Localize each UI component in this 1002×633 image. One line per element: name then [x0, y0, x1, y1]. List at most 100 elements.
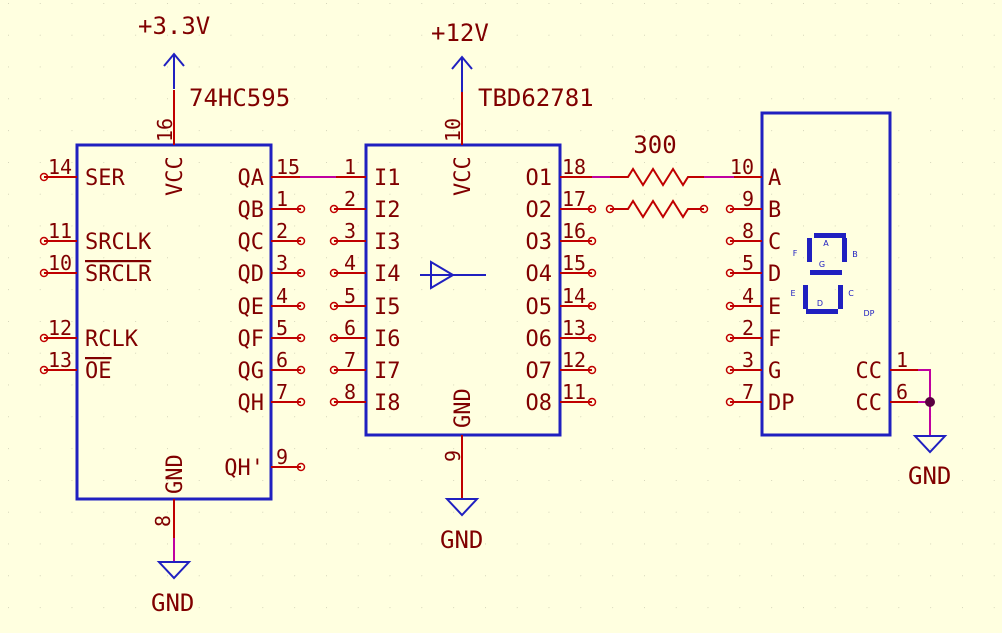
- display-pin-endpoint: [725, 397, 735, 407]
- u2-input-pin-num: 3: [344, 219, 356, 243]
- u2-input-pin-name: I7: [374, 359, 401, 384]
- u1-right-pin-name: QH': [224, 456, 264, 481]
- u1-left-pin-num: 12: [48, 316, 72, 340]
- u1-left-pin-num: 10: [48, 251, 72, 275]
- u1-gnd-pin-name: GND: [163, 454, 188, 494]
- u2-output-pin-num: 11: [562, 380, 586, 404]
- u1-left-pin-num: 11: [48, 219, 72, 243]
- u2-input-pin-name: I6: [374, 327, 401, 352]
- u1-right-pin-name: QC: [238, 230, 265, 255]
- display-left-pin-num: 10: [730, 155, 754, 179]
- segment-label: E: [790, 289, 795, 298]
- u2-vcc-pin-num: 10: [441, 118, 465, 142]
- segment-label: A: [823, 239, 829, 248]
- u2-gnd-pin-num: 9: [441, 450, 465, 462]
- u1-left-pin-num: 13: [48, 348, 72, 372]
- display-pin-endpoint: [725, 204, 735, 214]
- u2-pin-endpoint: [587, 268, 597, 278]
- ground-icon-display: [912, 435, 948, 454]
- u1-right-pin-num: 5: [276, 316, 288, 340]
- u1-right-pin-name: QG: [238, 359, 265, 384]
- display-left-pin-name: F: [768, 327, 781, 352]
- u2-input-pin-num: 1: [344, 155, 356, 179]
- display-left-pin-num: 5: [742, 251, 754, 275]
- segment-label: D: [817, 299, 823, 308]
- display-left-pin-name: B: [768, 198, 781, 223]
- u2-input-pin-num: 2: [344, 187, 356, 211]
- power-arrow-icon-12v: [451, 55, 473, 92]
- u2-input-pin-name: I2: [374, 198, 401, 223]
- ground-label-u2: GND: [440, 526, 483, 554]
- display-pin-endpoint: [725, 301, 735, 311]
- display-left-pin-name: A: [768, 166, 781, 191]
- u1-right-pin-num: 7: [276, 380, 288, 404]
- display-left-pin-name: D: [768, 262, 781, 287]
- u2-pin-endpoint: [329, 397, 339, 407]
- u1-right-pin-num: 4: [276, 284, 288, 308]
- u1-right-pin-num: 15: [276, 155, 300, 179]
- u1-pin-endpoint: [296, 397, 306, 407]
- u2-pin-endpoint: [329, 333, 339, 343]
- u1-right-pin-num: 2: [276, 219, 288, 243]
- ground-icon-u1: [156, 561, 192, 580]
- u2-pin-endpoint: [329, 236, 339, 246]
- u1-right-pin-name: QD: [238, 262, 265, 287]
- u2-input-pin-name: I4: [374, 262, 401, 287]
- u2-output-pin-name: O6: [526, 327, 553, 352]
- power-label-12v: +12V: [431, 19, 489, 47]
- u1-right-pin-name: QB: [238, 198, 265, 223]
- u1-pin-endpoint: [296, 236, 306, 246]
- u1-pin-endpoint: [296, 365, 306, 375]
- display-left-pin-num: 3: [742, 348, 754, 372]
- resistor-r2-zigzag: [610, 199, 704, 219]
- u2-output-pin-num: 18: [562, 155, 586, 179]
- u2-output-pin-num: 15: [562, 251, 586, 275]
- segment-bar: [838, 285, 843, 309]
- u2-output-pin-name: O4: [526, 262, 553, 287]
- junction-dot: [925, 397, 935, 407]
- u2-pin-endpoint: [587, 236, 597, 246]
- segment-label: G: [819, 260, 825, 269]
- u2-input-pin-num: 4: [344, 251, 356, 275]
- u2-output-pin-name: O2: [526, 198, 553, 223]
- segment-bar: [807, 238, 812, 262]
- u1-pin-endpoint: [296, 268, 306, 278]
- u2-pin-endpoint: [329, 268, 339, 278]
- u2-pin-endpoint: [329, 365, 339, 375]
- display-right-pin-num: 1: [896, 348, 908, 372]
- segment-bar: [842, 238, 847, 262]
- display-pin-endpoint: [725, 333, 735, 343]
- display-right-pin-name: CC: [856, 359, 883, 384]
- u1-pin-endpoint: [39, 236, 49, 246]
- u2-gnd-pin-name: GND: [451, 388, 476, 428]
- u1-right-pin-num: 3: [276, 251, 288, 275]
- u1-pin-endpoint: [296, 301, 306, 311]
- resistor-r2-endpoint: [699, 204, 709, 214]
- display-left-pin-num: 4: [742, 284, 754, 308]
- display-right-pin-name: CC: [856, 391, 883, 416]
- u1-left-pin-name: OE: [85, 359, 112, 384]
- u1-pin-endpoint: [39, 365, 49, 375]
- u1-right-pin-name: QF: [238, 327, 265, 352]
- u2-pin-endpoint: [587, 301, 597, 311]
- u2-pin-endpoint: [587, 333, 597, 343]
- display-pin-endpoint: [725, 365, 735, 375]
- u1-right-pin-num: 6: [276, 348, 288, 372]
- ground-icon-u2: [444, 498, 480, 517]
- u2-input-pin-num: 8: [344, 380, 356, 404]
- u2-input-pin-name: I1: [374, 166, 401, 191]
- u1-pin-endpoint: [39, 333, 49, 343]
- u2-input-pin-num: 5: [344, 284, 356, 308]
- u1-vcc-pin-name: VCC: [163, 156, 188, 196]
- resistor-r1-zigzag: [610, 167, 704, 187]
- u2-output-pin-name: O5: [526, 295, 553, 320]
- display-left-pin-name: DP: [768, 391, 795, 416]
- u1-gnd-pin-num: 8: [151, 515, 175, 527]
- display-left-pin-num: 8: [742, 219, 754, 243]
- ground-label-display: GND: [908, 462, 951, 490]
- segment-label: B: [852, 250, 858, 259]
- u1-pin-endpoint: [39, 268, 49, 278]
- u2-input-pin-name: I5: [374, 295, 401, 320]
